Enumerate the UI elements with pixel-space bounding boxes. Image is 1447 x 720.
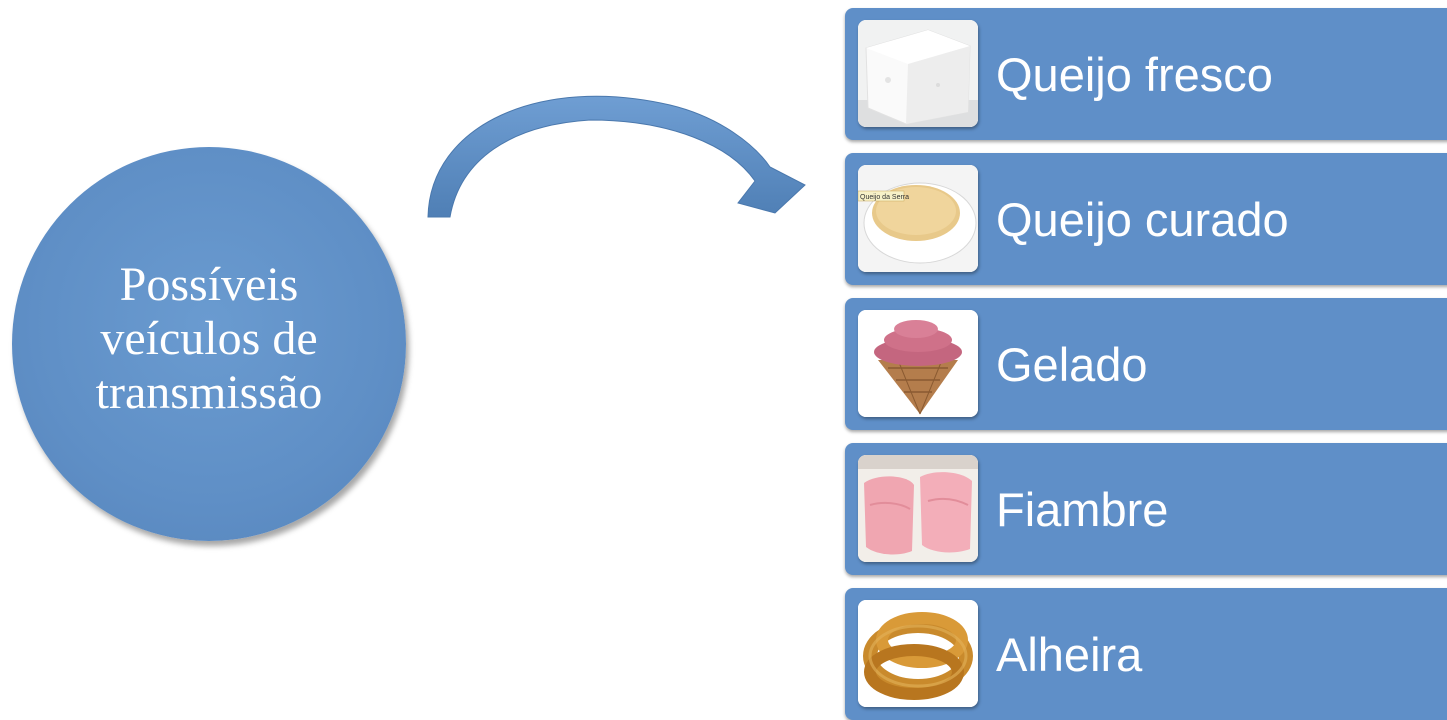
ham-image <box>858 455 978 562</box>
curved-arrow <box>427 95 806 218</box>
item-label: Alheira <box>996 627 1143 681</box>
center-node-line: transmissão <box>95 365 323 419</box>
item-label: Fiambre <box>996 482 1169 536</box>
list-item-queijo-curado: Queijo da Serra Queijo curado <box>845 153 1447 285</box>
fresh-cheese-image <box>858 20 978 127</box>
center-node-line: veículos de <box>100 312 318 366</box>
item-label: Gelado <box>996 337 1148 391</box>
center-node-label: Possíveis veículos de transmissão <box>59 258 359 419</box>
list-item-fiambre: Fiambre <box>845 443 1447 575</box>
cured-cheese-image: Queijo da Serra <box>858 165 978 272</box>
cheese-tag: Queijo da Serra <box>860 194 909 201</box>
center-node: Possíveis veículos de transmissão <box>12 147 406 541</box>
list-item-gelado: Gelado <box>845 298 1447 430</box>
sausage-image <box>858 600 978 707</box>
ice-cream-image <box>858 310 978 417</box>
item-label: Queijo curado <box>996 192 1289 246</box>
list-item-queijo-fresco: Queijo fresco <box>845 8 1447 140</box>
center-node-line: Possíveis <box>119 258 299 312</box>
list-item-alheira: Alheira <box>845 588 1447 720</box>
item-label: Queijo fresco <box>996 47 1273 101</box>
